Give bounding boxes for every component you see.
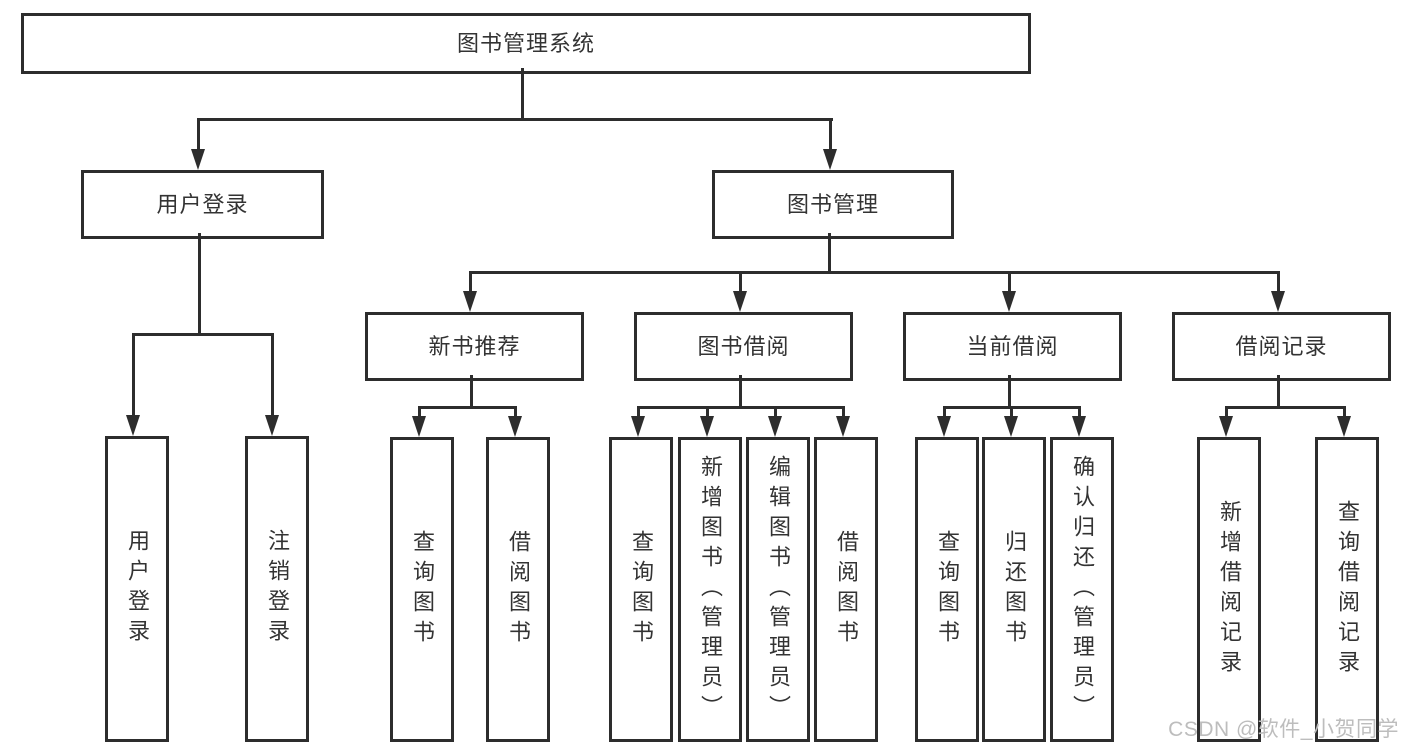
leaf-user-login: 用户登录 (105, 436, 169, 742)
connector-records-hbar (1225, 406, 1346, 409)
leaf-logout: 注销登录 (245, 436, 309, 742)
arrow-down-icon (411, 406, 427, 437)
leaf-borrow-books-recommend: 借阅图书 (486, 437, 550, 742)
arrow-down-icon (1001, 271, 1017, 312)
leaf-query-books-borrowing: 查询图书 (609, 437, 673, 742)
connector-root-stem (521, 68, 524, 118)
connector-user-login-hbar (132, 333, 274, 336)
arrow-down-icon (835, 406, 851, 437)
connector-current-stem (1008, 375, 1011, 406)
leaf-query-borrow-record: 查询借阅记录 (1315, 437, 1379, 742)
connector-root-hbar (197, 118, 833, 121)
connector-newbook-hbar (418, 406, 517, 409)
arrow-down-icon (190, 118, 206, 170)
leaf-borrow-books-borrowing: 借阅图书 (814, 437, 878, 742)
arrow-down-icon (822, 118, 838, 170)
arrow-down-icon (732, 271, 748, 312)
arrow-down-icon (1003, 406, 1019, 437)
arrow-down-icon (767, 406, 783, 437)
node-library-management-system: 图书管理系统 (21, 13, 1031, 74)
arrow-down-icon (264, 333, 280, 436)
arrow-down-icon (1270, 271, 1286, 312)
leaf-edit-books-admin: 编辑图书（管理员） (746, 437, 810, 742)
leaf-return-books: 归还图书 (982, 437, 1046, 742)
arrow-down-icon (507, 406, 523, 437)
node-borrowing-records: 借阅记录 (1172, 312, 1391, 381)
connector-book-mgmt-stem (828, 233, 831, 271)
connector-newbook-stem (470, 375, 473, 406)
arrow-down-icon (630, 406, 646, 437)
connector-records-stem (1277, 375, 1280, 406)
connector-borrowing-stem (739, 375, 742, 406)
arrow-down-icon (462, 271, 478, 312)
leaf-confirm-return-admin: 确认归还（管理员） (1050, 437, 1114, 742)
arrow-down-icon (1218, 406, 1234, 437)
connector-borrowing-hbar (637, 406, 845, 409)
leaf-query-books-current: 查询图书 (915, 437, 979, 742)
arrow-down-icon (936, 406, 952, 437)
arrow-down-icon (125, 333, 141, 436)
arrow-down-icon (1336, 406, 1352, 437)
node-book-management: 图书管理 (712, 170, 954, 239)
arrow-down-icon (699, 406, 715, 437)
node-current-borrowing: 当前借阅 (903, 312, 1122, 381)
node-user-login: 用户登录 (81, 170, 324, 239)
arrow-down-icon (1071, 406, 1087, 437)
connector-book-mgmt-hbar (469, 271, 1280, 274)
connector-user-login-stem (198, 233, 201, 333)
leaf-add-books-admin: 新增图书（管理员） (678, 437, 742, 742)
node-book-borrowing: 图书借阅 (634, 312, 853, 381)
leaf-query-books-recommend: 查询图书 (390, 437, 454, 742)
node-new-book-recommendation: 新书推荐 (365, 312, 584, 381)
leaf-add-borrow-record: 新增借阅记录 (1197, 437, 1261, 742)
csdn-watermark: CSDN @软件_小贺同学 (1168, 718, 1399, 741)
